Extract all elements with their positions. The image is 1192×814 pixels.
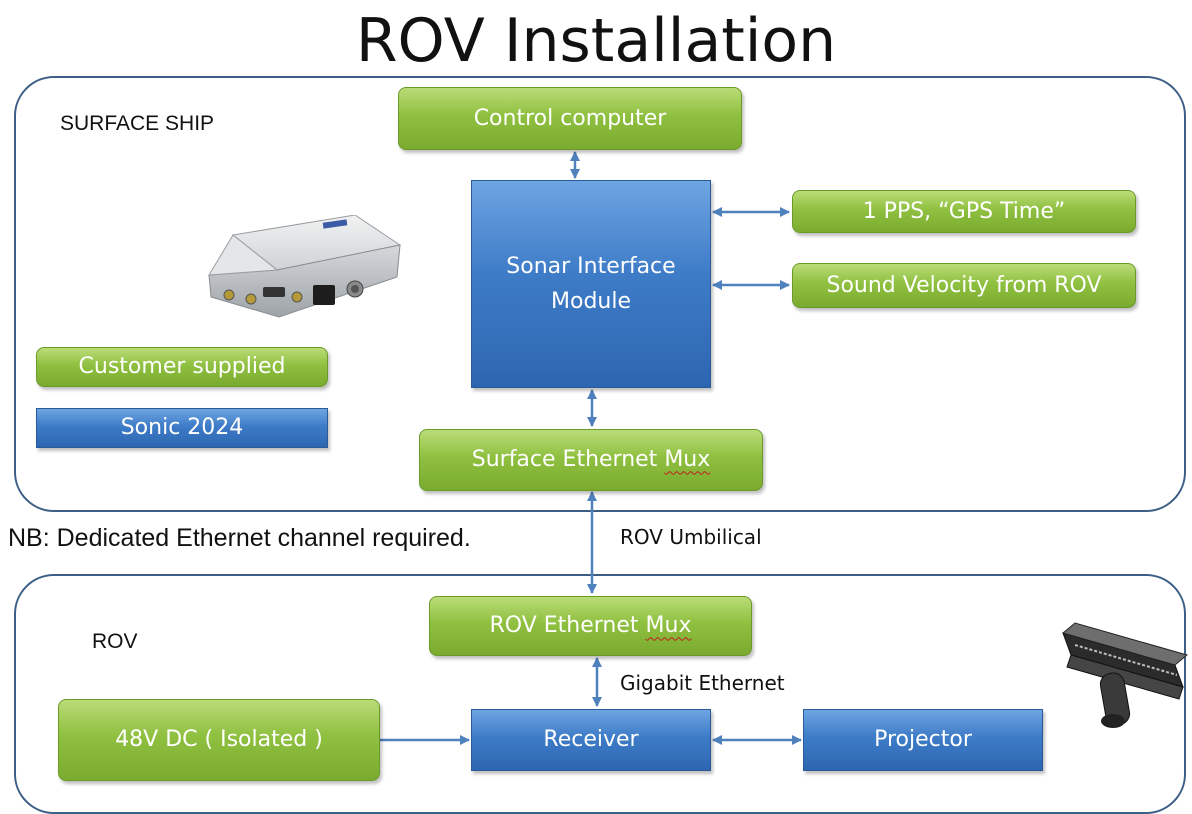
page-title: ROV Installation bbox=[355, 6, 837, 76]
ethernet-note: NB: Dedicated Ethernet channel required. bbox=[8, 524, 471, 552]
umbilical-label: ROV Umbilical bbox=[620, 525, 762, 549]
rov-mux-prefix: ROV Ethernet bbox=[489, 613, 646, 639]
surface-ethernet-mux-box: Surface Ethernet Mux bbox=[419, 429, 763, 491]
power-48v-box: 48V DC ( Isolated ) bbox=[58, 699, 380, 781]
receiver-box: Receiver bbox=[471, 709, 711, 771]
sonar-interface-line2: Module bbox=[551, 289, 631, 314]
surface-ship-label: SURFACE SHIP bbox=[60, 112, 215, 135]
rov-label: ROV bbox=[92, 630, 138, 653]
surface-mux-suffix: Mux bbox=[664, 447, 711, 473]
legend-sonic-2024: Sonic 2024 bbox=[36, 408, 328, 448]
transducer-image bbox=[1061, 622, 1189, 728]
rov-mux-suffix: Mux bbox=[645, 613, 692, 639]
rov-ethernet-mux-box: ROV Ethernet Mux bbox=[429, 596, 752, 656]
sonar-interface-device-image bbox=[208, 215, 402, 318]
surface-mux-label: Surface Ethernet Mux bbox=[472, 442, 711, 477]
control-computer-box: Control computer bbox=[398, 87, 742, 150]
surface-ship-zone bbox=[14, 76, 1186, 512]
projector-box: Projector bbox=[803, 709, 1043, 771]
rov-mux-label: ROV Ethernet Mux bbox=[490, 608, 692, 643]
sonar-interface-module-box: Sonar Interface Module bbox=[471, 180, 711, 388]
legend-customer-supplied: Customer supplied bbox=[36, 347, 328, 387]
surface-mux-prefix: Surface Ethernet bbox=[471, 447, 665, 473]
gigabit-ethernet-label: Gigabit Ethernet bbox=[620, 671, 785, 695]
pps-gps-time-box: 1 PPS, “GPS Time” bbox=[792, 190, 1136, 233]
connector-arrows bbox=[380, 151, 802, 745]
sound-velocity-box: Sound Velocity from ROV bbox=[792, 263, 1136, 308]
sonar-interface-line1: Sonar Interface bbox=[506, 253, 676, 279]
